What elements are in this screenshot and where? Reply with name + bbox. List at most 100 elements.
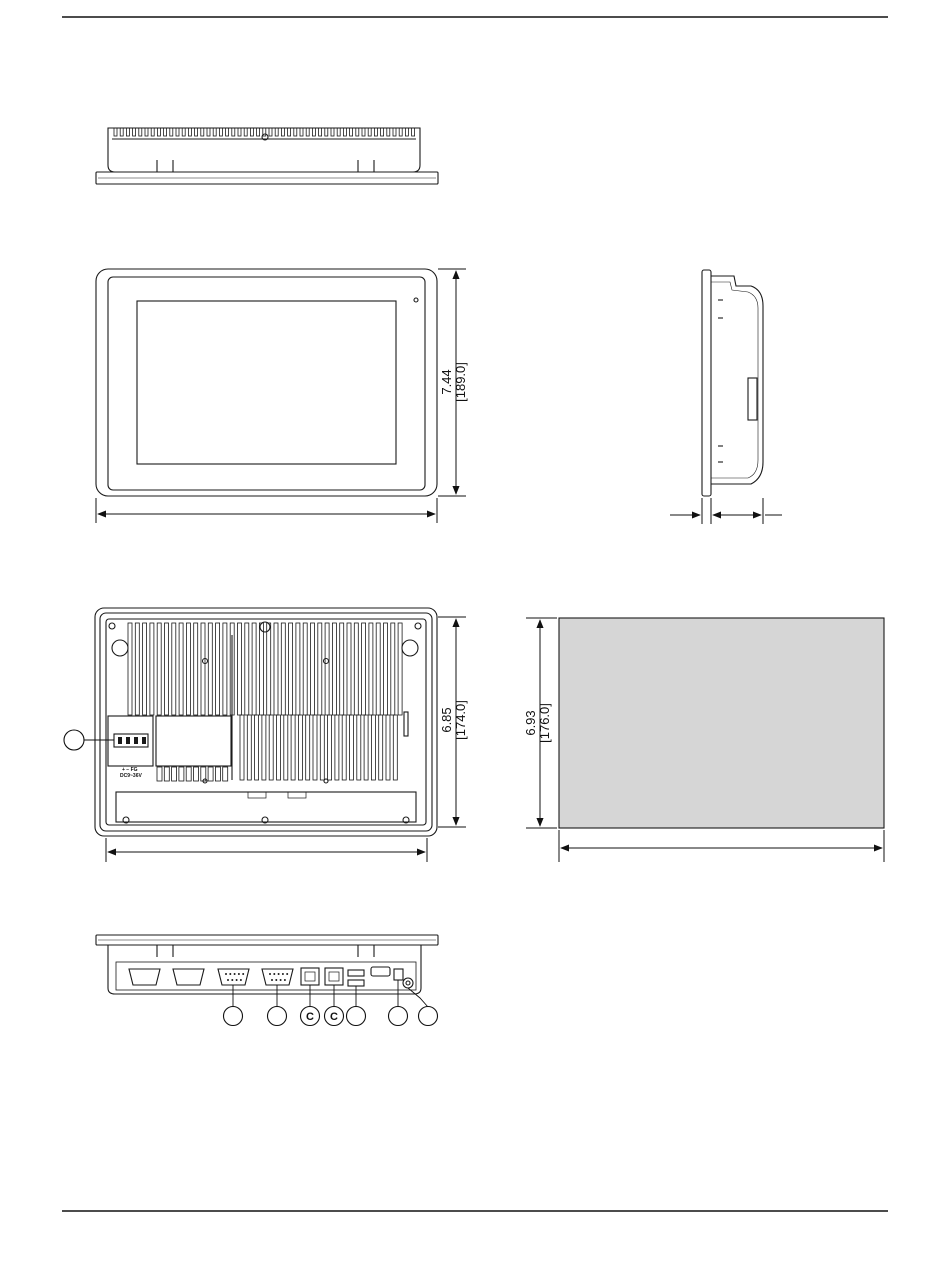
- heatsink-fin: [194, 623, 198, 715]
- heatsink-fin: [398, 623, 402, 715]
- com-pin: [227, 979, 229, 981]
- terminal-pin: [126, 737, 130, 744]
- vent-slot: [250, 128, 253, 136]
- heatsink-fin: [303, 623, 307, 715]
- heatsink-fin: [238, 623, 242, 715]
- heatsink-fin: [267, 623, 271, 715]
- front-width-dimension: [96, 498, 437, 523]
- heatsink-fin: [269, 715, 273, 780]
- com-pin: [236, 979, 238, 981]
- power-connector-block: [108, 716, 153, 766]
- vent-slot: [145, 128, 148, 136]
- vent-slot: [226, 128, 229, 136]
- heatsink-fin: [311, 623, 315, 715]
- com-port-4: [262, 969, 293, 985]
- heatsink-fin: [298, 715, 302, 780]
- heatsink-fin: [386, 715, 390, 780]
- vent-slot: [269, 128, 272, 136]
- vent-slot: [232, 128, 235, 136]
- vent-slot: [331, 128, 334, 136]
- heatsink-fin: [255, 715, 259, 780]
- heatsink-fin: [289, 623, 293, 715]
- com-pin: [275, 979, 277, 981]
- heatsink-fin: [350, 715, 354, 780]
- usb-callout: [347, 1007, 366, 1026]
- vent-slot: [213, 128, 216, 136]
- heatsink-fin: [165, 623, 169, 715]
- com-pin: [273, 973, 275, 975]
- com-pin: [271, 979, 273, 981]
- vent-slot: [312, 128, 315, 136]
- com-port-3: [218, 969, 249, 985]
- top-vent-slots: [114, 128, 415, 136]
- heatsink-fin: [296, 623, 300, 715]
- heatsink-fin: [362, 623, 366, 715]
- usb-b-port: [394, 969, 403, 980]
- vent-slot: [405, 128, 408, 136]
- heatsink-fin-short: [194, 767, 199, 781]
- lan-callout-1-label: C: [306, 1011, 314, 1023]
- vent-slot: [319, 128, 322, 136]
- heatsink-fin: [332, 623, 336, 715]
- rear-width-dimension: [106, 838, 427, 862]
- com-pin: [278, 973, 280, 975]
- vent-slot: [294, 128, 297, 136]
- vent-slot: [412, 128, 415, 136]
- heatsink-fin: [201, 623, 205, 715]
- vent-slot: [201, 128, 204, 136]
- vent-slot: [257, 128, 260, 136]
- rear-heatsink-fins-lower: [157, 767, 228, 781]
- com-port-1: [129, 969, 160, 985]
- cutout-width-dimension: [559, 830, 884, 862]
- power-terminal-pins: [118, 737, 146, 744]
- com-port-2: [173, 969, 204, 985]
- heatsink-fin: [208, 623, 212, 715]
- heatsink-fin: [325, 623, 329, 715]
- heatsink-fin: [391, 623, 395, 715]
- heatsink-fin: [240, 715, 244, 780]
- heatsink-fin: [252, 623, 256, 715]
- lan-port-2: [325, 968, 343, 985]
- heatsink-fin: [340, 623, 344, 715]
- heatsink-fin: [376, 623, 380, 715]
- heatsink-fin: [306, 715, 310, 780]
- heatsink-fin: [335, 715, 339, 780]
- vent-slot: [368, 128, 371, 136]
- front-height-mm-label: [189.0]: [453, 362, 468, 402]
- heatsink-fin: [281, 623, 285, 715]
- vent-slot: [343, 128, 346, 136]
- rear-height-mm-label: [174.0]: [453, 700, 468, 740]
- heatsink-fin: [313, 715, 317, 780]
- heatsink-fin: [291, 715, 295, 780]
- heatsink-fin: [216, 623, 220, 715]
- heatsink-fin: [364, 715, 368, 780]
- com-pin: [225, 973, 227, 975]
- heatsink-fin: [143, 623, 147, 715]
- vent-slot: [381, 128, 384, 136]
- vent-slot: [356, 128, 359, 136]
- heatsink-fin: [150, 623, 154, 715]
- vent-slot: [325, 128, 328, 136]
- heatsink-fin-short: [157, 767, 162, 781]
- heatsink-fin: [172, 623, 176, 715]
- dc-jack-callout: [419, 1007, 438, 1026]
- vent-slot: [374, 128, 377, 136]
- vent-slot: [337, 128, 340, 136]
- heatsink-fin: [223, 623, 227, 715]
- heatsink-fin: [186, 623, 190, 715]
- heatsink-fin-short: [208, 767, 213, 781]
- vent-slot: [170, 128, 173, 136]
- heatsink-fin: [157, 623, 161, 715]
- cutout-height-mm-label: [176.0]: [537, 703, 552, 743]
- com-pin: [234, 973, 236, 975]
- usb-b-callout: [389, 1007, 408, 1026]
- heatsink-fin: [371, 715, 375, 780]
- lan-callout-2-label: C: [330, 1011, 338, 1023]
- heatsink-fin: [328, 715, 332, 780]
- vent-slot: [275, 128, 278, 136]
- side-depth-dimension: [670, 498, 782, 524]
- heatsink-fin: [247, 715, 251, 780]
- power-voltage-label: DC9~36V: [120, 773, 142, 779]
- heatsink-fin: [277, 715, 281, 780]
